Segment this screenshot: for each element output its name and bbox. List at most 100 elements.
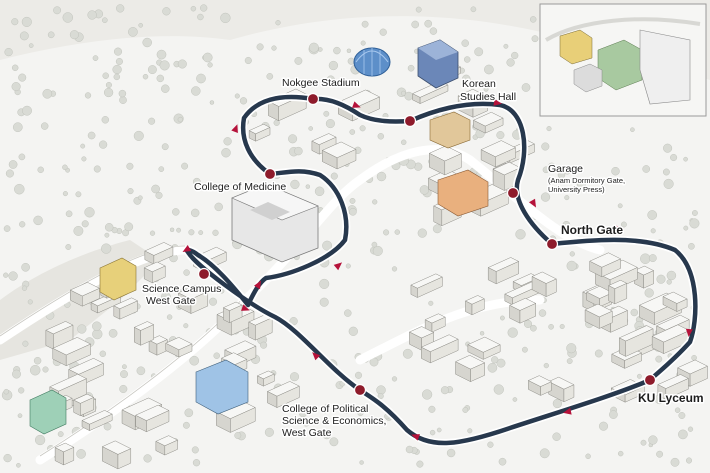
stop-korean-studies-hall[interactable]: Korean Studies Hall (403, 77, 518, 128)
tree (328, 60, 339, 71)
tree (496, 358, 506, 368)
tree (552, 432, 561, 441)
stop-marker[interactable] (403, 114, 417, 128)
tree (133, 130, 144, 141)
tree (22, 340, 29, 347)
tree (122, 364, 127, 370)
tree (76, 449, 86, 459)
tree (630, 127, 635, 132)
building (165, 337, 193, 358)
tree (407, 64, 415, 72)
tree (290, 372, 300, 382)
direction-arrow-icon (352, 101, 361, 108)
stop-marker[interactable] (197, 267, 211, 281)
tree (271, 45, 277, 51)
tree (290, 179, 300, 190)
tree (383, 229, 390, 236)
tree (377, 133, 384, 140)
building (148, 335, 168, 356)
tree (564, 195, 570, 201)
stop-label: Science Campus (142, 283, 221, 295)
tree (159, 60, 170, 71)
stop-label: Korean (462, 78, 496, 90)
building (248, 123, 271, 142)
tree (75, 191, 82, 198)
tree (147, 65, 157, 75)
building (662, 291, 688, 312)
building (215, 400, 256, 433)
tree (21, 16, 32, 27)
building (487, 257, 520, 285)
tree (27, 299, 33, 305)
stop-ku-lyceum[interactable]: KU Lyceum (637, 373, 705, 407)
tree (126, 162, 134, 170)
tree (487, 362, 498, 373)
tree (599, 421, 609, 431)
building (155, 435, 179, 456)
tree (149, 230, 156, 236)
stop-college-of-medicine[interactable]: College of Medicine (193, 167, 288, 195)
tree (440, 386, 449, 395)
tree (212, 229, 219, 236)
tree (467, 428, 473, 434)
stop-marker[interactable] (263, 167, 277, 181)
tree (496, 131, 505, 140)
tree (142, 37, 152, 48)
tree (377, 393, 384, 400)
tree (559, 324, 565, 330)
tree (266, 73, 274, 80)
building (607, 279, 628, 305)
tree (37, 166, 44, 174)
building (584, 303, 613, 329)
tree (640, 439, 647, 446)
tree (503, 43, 509, 49)
building (428, 145, 462, 176)
tree (41, 122, 49, 130)
tree (101, 243, 112, 254)
stop-north-gate[interactable]: North Gate (545, 222, 625, 251)
tree (308, 42, 319, 53)
stop-label: College of Medicine (194, 181, 286, 193)
stop-marker[interactable] (545, 237, 559, 251)
tree (493, 384, 504, 395)
stop-marker[interactable] (306, 92, 320, 106)
building (143, 261, 166, 284)
tree (642, 165, 651, 173)
tree (349, 197, 356, 204)
tree (686, 457, 693, 464)
stop-nokgee-stadium[interactable]: Nokgee Stadium (281, 76, 361, 106)
tree (12, 369, 21, 379)
tree (462, 74, 471, 84)
tree (196, 73, 206, 84)
tree (689, 218, 700, 229)
building (81, 410, 113, 432)
tree (687, 426, 694, 432)
stop-marker[interactable] (506, 186, 520, 200)
tree (692, 210, 698, 216)
stop-garage[interactable]: Garage (Anam Dormitory Gate, University … (506, 162, 627, 200)
tree (93, 165, 101, 173)
tree (611, 166, 620, 176)
tree (181, 162, 189, 170)
tree (655, 355, 663, 363)
tree (84, 92, 92, 99)
tree (4, 47, 13, 57)
tree (322, 430, 331, 440)
tree (319, 278, 330, 289)
tree (563, 166, 572, 175)
stop-science-campus-west-gate[interactable]: Science Campus West Gate (141, 267, 223, 309)
building (527, 375, 553, 396)
tree (566, 358, 573, 364)
tree (151, 184, 160, 194)
tree (11, 82, 21, 92)
tree (530, 16, 537, 23)
tree (640, 253, 651, 264)
direction-arrow-icon (616, 225, 624, 233)
tree (47, 31, 55, 39)
stop-marker[interactable] (353, 383, 367, 397)
tree (376, 171, 387, 182)
tree (191, 446, 199, 454)
stop-political-science-west-gate[interactable]: College of Political Science & Economics… (281, 383, 388, 441)
tree (213, 352, 220, 359)
stop-marker[interactable] (643, 373, 657, 387)
